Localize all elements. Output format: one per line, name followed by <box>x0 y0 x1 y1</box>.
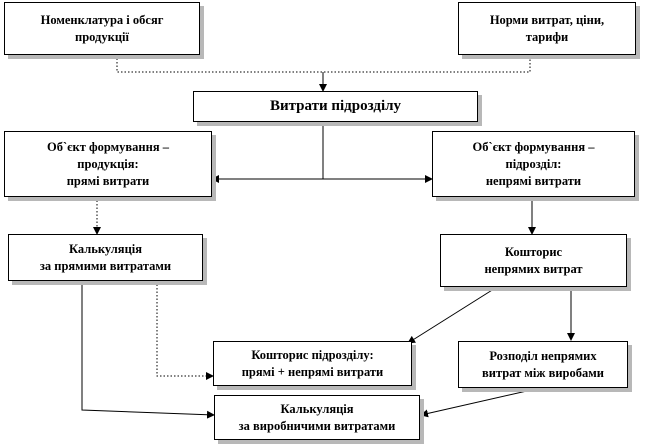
calc-production-line-1: Калькуляція <box>280 401 354 416</box>
arrow-budget-indirect-to-budget-unit <box>407 286 498 344</box>
budget-indirect-line-2: непрямих витрат <box>484 261 583 276</box>
object-product-line-3: прямі витрати <box>66 173 150 188</box>
arrow-calc-direct-to-budget-unit <box>156 281 214 380</box>
unit-costs-title: Витрати підрозділу <box>269 98 402 114</box>
arrow-distribution-to-calc-production <box>420 387 541 418</box>
calc-direct-line-2: за прямими витратами <box>39 258 172 273</box>
budget-unit-line-2: прямі + непрямі витрати <box>241 364 384 379</box>
object-unit-box: Об`єкт формування – підрозділ: непрямі в… <box>432 131 635 197</box>
nomenclature-box: Номенклатура і обсяг продукції <box>4 2 200 55</box>
budget-indirect-box: Кошторис непрямих витрат <box>440 234 627 287</box>
norms-line-1: Норми витрат, ціни, <box>489 12 605 27</box>
budget-unit-line-1: Кошторис підрозділу: <box>251 347 374 362</box>
calc-production-line-2: за виробничими витратами <box>238 418 396 433</box>
unit-costs-box: Витрати підрозділу <box>193 91 478 122</box>
calc-direct-line-1: Калькуляція <box>68 241 143 256</box>
nomenclature-line-1: Номенклатура і обсяг <box>40 12 164 27</box>
budget-unit-box: Кошторис підрозділу: прямі + непрямі вит… <box>213 341 412 386</box>
distribution-box: Розподіл непрямих витрат між виробами <box>458 341 628 388</box>
object-unit-line-2: підрозділ: <box>505 156 562 171</box>
nomenclature-line-2: продукції <box>75 29 129 44</box>
distribution-line-1: Розподіл непрямих <box>489 348 597 363</box>
calc-direct-box: Калькуляція за прямими витратами <box>8 234 203 281</box>
norms-box: Норми витрат, ціни, тарифи <box>458 2 636 55</box>
distribution-line-2: витрат між виробами <box>482 365 604 380</box>
object-product-line-2: продукція: <box>77 156 139 171</box>
budget-indirect-line-1: Кошторис <box>504 244 563 259</box>
object-product-box: Об`єкт формування – продукція: прямі вит… <box>4 131 212 197</box>
calc-production-box: Калькуляція за виробничими витратами <box>214 395 420 440</box>
connector-nomenclature-to-costs <box>116 55 531 73</box>
object-unit-line-1: Об`єкт формування – <box>472 139 595 154</box>
norms-line-2: тарифи <box>525 29 569 44</box>
arrow-calc-direct-to-calc-production <box>81 281 215 419</box>
object-product-line-1: Об`єкт формування – <box>47 139 169 154</box>
object-unit-line-3: непрямі витрати <box>485 173 582 188</box>
